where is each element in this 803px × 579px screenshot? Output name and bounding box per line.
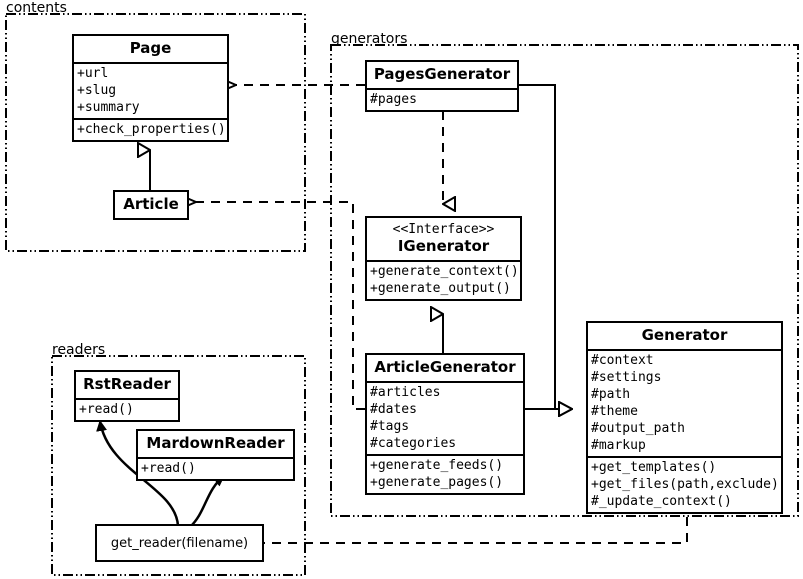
attribute-row: #categories <box>370 436 457 451</box>
class-box-article-generator[interactable]: ArticleGenerator #articles #dates #tags … <box>365 353 525 495</box>
class-title-article-generator: ArticleGenerator <box>374 358 516 376</box>
relation-articlegenerator-depends-article <box>196 202 365 410</box>
class-attributes-page: +url +slug +summary <box>74 62 227 118</box>
class-attributes-pages-generator: #pages <box>367 88 517 110</box>
package-label-generators: generators <box>331 31 408 47</box>
attribute-row: #settings <box>591 370 662 385</box>
class-title-pages-generator: PagesGenerator <box>373 65 511 83</box>
attribute-row: #dates <box>370 402 417 417</box>
attribute-row: #path <box>591 387 631 402</box>
method-row: #_update_context() <box>591 494 732 509</box>
class-methods-rst-reader: +read() <box>76 398 178 420</box>
class-box-generator[interactable]: Generator #context #settings #path #them… <box>586 321 783 514</box>
class-box-article[interactable]: Article <box>113 190 189 220</box>
attribute-row: #tags <box>370 419 410 434</box>
attribute-row: +slug <box>77 83 117 98</box>
class-title-article: Article <box>123 195 179 213</box>
method-row: +generate_feeds() <box>370 458 504 473</box>
class-box-igenerator[interactable]: <<Interface>> IGenerator +generate_conte… <box>365 216 522 301</box>
method-row: +get_files(path,exclude) <box>591 477 779 492</box>
function-box-get-reader[interactable]: get_reader(filename) <box>95 524 264 562</box>
method-row: +generate_pages() <box>370 475 504 490</box>
package-label-contents: contents <box>6 0 67 16</box>
class-title-igenerator: <<Interface>> IGenerator <box>367 218 520 260</box>
method-row: +get_templates() <box>591 460 717 475</box>
method-row: +generate_output() <box>370 281 511 296</box>
relation-pagesgenerator-generalizes-generator <box>519 84 572 409</box>
class-methods-mardown-reader: +read() <box>138 457 293 479</box>
method-row: +generate_context() <box>370 264 519 279</box>
attribute-row: #pages <box>370 92 417 107</box>
class-methods-page: +check_properties() <box>74 118 227 140</box>
attribute-row: +summary <box>77 100 140 115</box>
class-attributes-article-generator: #articles #dates #tags #categories <box>367 381 523 454</box>
package-label-readers: readers <box>52 342 106 358</box>
class-box-page[interactable]: Page +url +slug +summary +check_properti… <box>72 34 229 142</box>
class-attributes-generator: #context #settings #path #theme #output_… <box>588 349 781 456</box>
method-row: +read() <box>141 461 196 476</box>
attribute-row: +url <box>77 66 109 81</box>
attribute-row: #theme <box>591 404 638 419</box>
relation-getreader-creates-mardownreader <box>189 475 225 528</box>
class-title-page: Page <box>129 39 172 57</box>
method-row: +check_properties() <box>77 122 226 137</box>
class-name-igenerator: IGenerator <box>397 237 490 255</box>
class-box-pages-generator[interactable]: PagesGenerator #pages <box>365 60 519 112</box>
class-title-generator: Generator <box>641 326 728 344</box>
class-stereotype-igenerator: <<Interface>> <box>392 222 495 237</box>
method-row: +read() <box>79 402 134 417</box>
class-box-mardown-reader[interactable]: MardownReader +read() <box>136 429 295 481</box>
class-methods-article-generator: +generate_feeds() +generate_pages() <box>367 454 523 493</box>
attribute-row: #output_path <box>591 421 685 436</box>
class-title-rst-reader: RstReader <box>83 375 171 393</box>
class-box-rst-reader[interactable]: RstReader +read() <box>74 370 180 422</box>
class-title-mardown-reader: MardownReader <box>146 434 285 452</box>
attribute-row: #articles <box>370 385 441 400</box>
attribute-row: #markup <box>591 438 646 453</box>
class-methods-igenerator: +generate_context() +generate_output() <box>367 260 520 299</box>
class-methods-generator: +get_templates() +get_files(path,exclude… <box>588 456 781 512</box>
attribute-row: #context <box>591 353 654 368</box>
